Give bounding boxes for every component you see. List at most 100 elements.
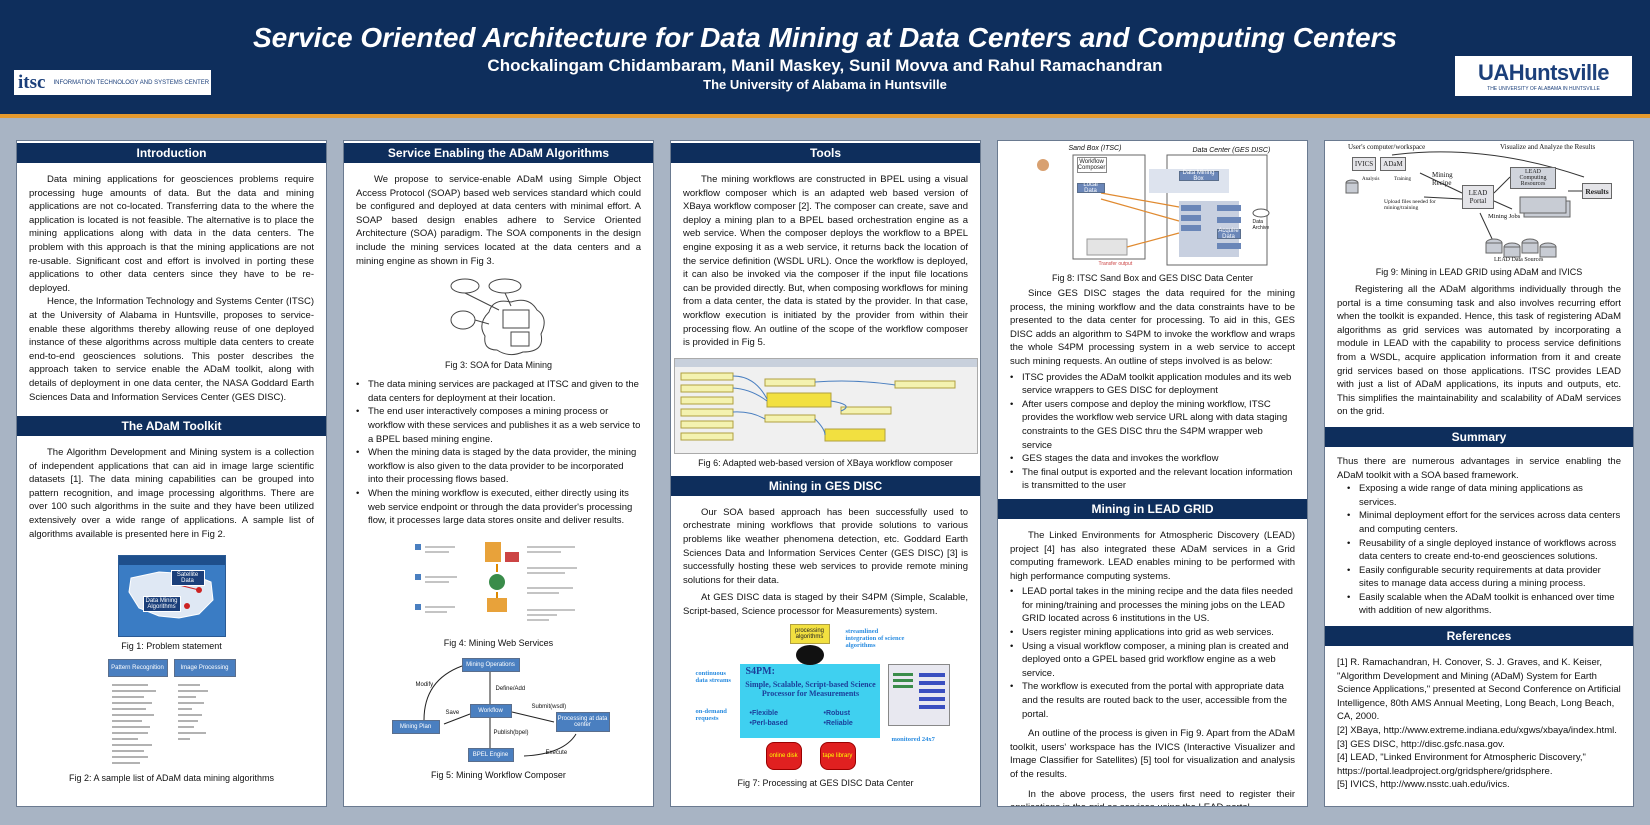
references-heading: References xyxy=(1325,626,1633,647)
fig2-caption: Fig 2: A sample list of ADaM data mining… xyxy=(68,773,275,784)
fig7-monitor-screen xyxy=(887,664,950,727)
reference-item: [1] R. Ramachandran, H. Conover, S. J. G… xyxy=(1337,657,1621,723)
fig9-lead-grid-diagram: User's computer/workspace Visualize and … xyxy=(1344,143,1614,265)
reference-item: [3] GES DISC, http://disc.gsfc.nasa.gov. xyxy=(1337,738,1505,750)
column-1: Introduction Data mining applications fo… xyxy=(16,140,327,807)
fig5-modify-label: Modify xyxy=(415,681,434,688)
fig7-processing-algorithms: processing algorithms xyxy=(789,624,830,645)
intro-paragraph-2: Hence, the Information Technology and Sy… xyxy=(29,296,314,403)
fig1-caption: Fig 1: Problem statement xyxy=(121,641,222,652)
fig7-s4pm-title: S4PM: xyxy=(745,666,775,678)
fig7-flexible: •Flexible xyxy=(749,710,779,718)
fig5-arrows xyxy=(423,665,576,757)
fig6-caption: Fig 6: Adapted web-based version of XBay… xyxy=(698,457,953,468)
reference-item: [4] LEAD, "Linked Environment for Atmosp… xyxy=(1337,752,1586,777)
fig1-problem-statement: Satellite Data Data Mining Algorithms xyxy=(117,555,226,638)
summary-intro: Thus there are numerous advantages in se… xyxy=(1337,455,1621,481)
itsc-logo: itsc INFORMATION TECHNOLOGY AND SYSTEMS … xyxy=(14,70,211,95)
summary-item: Easily scalable when the ADaM toolkit is… xyxy=(1347,591,1621,618)
fig2-algorithm-rows xyxy=(111,684,208,764)
fig7-s4pm-diagram: S4PM: Simple, Scalable, Script-based Sci… xyxy=(696,624,956,774)
ges-steps-list: ITSC provides the ADaM toolkit applicati… xyxy=(998,371,1307,493)
fig7-monitor-grid xyxy=(892,673,945,710)
fig8-datacenter-label: Data Center (GES DISC) xyxy=(1192,147,1271,154)
service-enabling-heading: Service Enabling the ADaM Algorithms xyxy=(344,143,653,163)
fig3-caption: Fig 3: SOA for Data Mining xyxy=(444,360,553,371)
fig7-tape-library: tape library xyxy=(819,742,856,771)
fig1-algorithms-label: Data Mining Algorithms xyxy=(142,596,181,613)
ges-paragraph-1: Our SOA based approach has been successf… xyxy=(683,506,968,586)
fig9-recipe-label: Mining Recipe xyxy=(1432,171,1453,187)
fig9-training-label: Training xyxy=(1394,177,1412,182)
lead-paragraph-2: An outline of the process is given in Fi… xyxy=(1010,728,1295,780)
summary-item: Exposing a wide range of data mining app… xyxy=(1347,482,1621,509)
column-5: User's computer/workspace Visualize and … xyxy=(1324,140,1634,807)
service-bullet: The data mining services are packaged at… xyxy=(356,378,641,405)
service-enabling-paragraph: We propose to service-enable ADaM using … xyxy=(356,174,641,267)
ges-step: The final output is exported and the rel… xyxy=(1010,466,1295,493)
fig4-mining-web-services xyxy=(409,538,589,634)
fig7-reliable: •Reliable xyxy=(823,720,853,728)
fig7-on-demand: on-demand requests xyxy=(695,708,727,723)
fig6-composer-canvas xyxy=(674,358,977,442)
fig5-caption: Fig 5: Mining Workflow Composer xyxy=(431,769,566,780)
fig9-results-box: Results xyxy=(1582,183,1612,199)
fig7-s4pm-box xyxy=(739,664,880,739)
ges-paragraph-2: At GES DISC data is staged by their S4PM… xyxy=(683,592,968,617)
fig7-perl: •Perl-based xyxy=(749,720,788,728)
fig8-boxes xyxy=(1036,154,1269,266)
service-bullet: The end user interactively composes a mi… xyxy=(356,405,641,446)
fig3-soa-cloud xyxy=(450,278,545,356)
fig2-algorithm-list: Pattern Recognition Image Processing xyxy=(107,659,236,771)
fig7-robust: •Robust xyxy=(823,710,851,718)
service-bullet: When the mining workflow is executed, ei… xyxy=(356,487,641,528)
fig7-s4pm-subtitle: Simple, Scalable, Script-based Science P… xyxy=(745,680,876,699)
fig9-upload-label: Upload files needed for mining/training xyxy=(1384,199,1436,211)
lead-paragraph-1: The Linked Environments for Atmospheric … xyxy=(1010,529,1295,582)
fig5-workflow: Workflow xyxy=(469,703,512,718)
fig5-submit-label: Submit(wsdl) xyxy=(531,703,567,710)
ges-step: ITSC provides the ADaM toolkit applicati… xyxy=(1010,371,1295,398)
fig9-ivics-box: IVICS xyxy=(1352,157,1376,171)
ges-step: GES stages the data and invokes the work… xyxy=(1010,452,1295,466)
fig5-save-label: Save xyxy=(445,709,460,716)
lead-paragraph-3: In the above process, the users first ne… xyxy=(1010,788,1295,806)
fig3-soa-diagram xyxy=(449,276,549,358)
col5-paragraph-1: Registering all the ADaM algorithms indi… xyxy=(1337,284,1621,418)
uah-logo-mark: UAHuntsville xyxy=(1478,60,1609,85)
fig9-lead-portal: LEAD Portal xyxy=(1462,185,1494,209)
tools-paragraph: The mining workflows are constructed in … xyxy=(683,174,968,349)
fig9-computing-resources: LEAD Computing Resources xyxy=(1510,167,1556,189)
poster-title: Service Oriented Architecture for Data M… xyxy=(252,22,1398,53)
summary-heading: Summary xyxy=(1325,426,1633,447)
fig7-black-blob xyxy=(795,645,824,666)
service-bullet: When the mining data is staged by the da… xyxy=(356,446,641,487)
itsc-logo-mark: itsc xyxy=(18,71,46,93)
fig5-processing-data-center: Processing at data center xyxy=(555,711,610,732)
intro-paragraph-1: Data mining applications for geosciences… xyxy=(29,174,314,294)
fig8-sandbox-diagram: Sand Box (ITSC) Data Center (GES DISC) W… xyxy=(1029,143,1277,269)
fig5-bpel-engine: BPEL Engine xyxy=(467,747,514,762)
fig4-caption: Fig 4: Mining Web Services xyxy=(443,637,554,648)
fig9-sources-label: LEAD Data Sources xyxy=(1494,257,1544,263)
fig9-analysis-label: Analysis xyxy=(1362,177,1380,182)
column-2: Service Enabling the ADaM Algorithms We … xyxy=(343,140,654,807)
summary-list: Exposing a wide range of data mining app… xyxy=(1325,482,1633,618)
fig7-continuous: continuous data streams xyxy=(695,670,731,685)
fig8-local-data: Local Data xyxy=(1076,182,1105,194)
fig9-lines xyxy=(1345,151,1585,258)
reference-item: [5] IVICS, http://www.nsstc.uah.edu/ivic… xyxy=(1337,779,1510,791)
fig8-caption: Fig 8: ITSC Sand Box and GES DISC Data C… xyxy=(1051,273,1254,283)
fig7-monitored: monitored 24x7 xyxy=(891,736,935,744)
fig8-sandbox-label: Sand Box (ITSC) xyxy=(1068,145,1122,152)
fig9-visualize-label: Visualize and Analyze the Results xyxy=(1500,143,1596,151)
service-enabling-bullets: The data mining services are packaged at… xyxy=(344,378,653,528)
fig8-workflow-composer: Workflow Composer xyxy=(1076,157,1107,173)
fig5-execute-label: Execute xyxy=(545,749,568,756)
column-3: Tools The mining workflows are construct… xyxy=(670,140,981,807)
lead-step: The workflow is executed from the portal… xyxy=(1010,680,1295,721)
fig8-data-mining-box: Data Mining Box xyxy=(1178,170,1219,182)
tools-heading: Tools xyxy=(671,143,980,163)
fig1-satellite-data-label: Satellite Data xyxy=(170,570,205,587)
fig8-data-archive: Data Archive xyxy=(1252,219,1270,231)
